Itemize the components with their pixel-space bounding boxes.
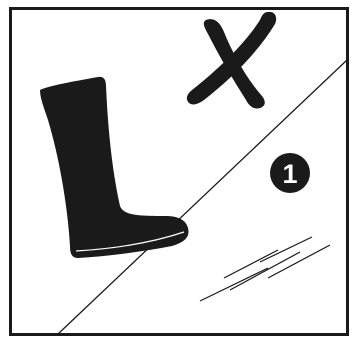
- step-number-badge: 1: [270, 153, 310, 193]
- boot-icon: [40, 77, 188, 258]
- prohibited-cross-icon: [187, 12, 276, 109]
- step-number: 1: [282, 159, 297, 189]
- motion-lines: [200, 237, 330, 301]
